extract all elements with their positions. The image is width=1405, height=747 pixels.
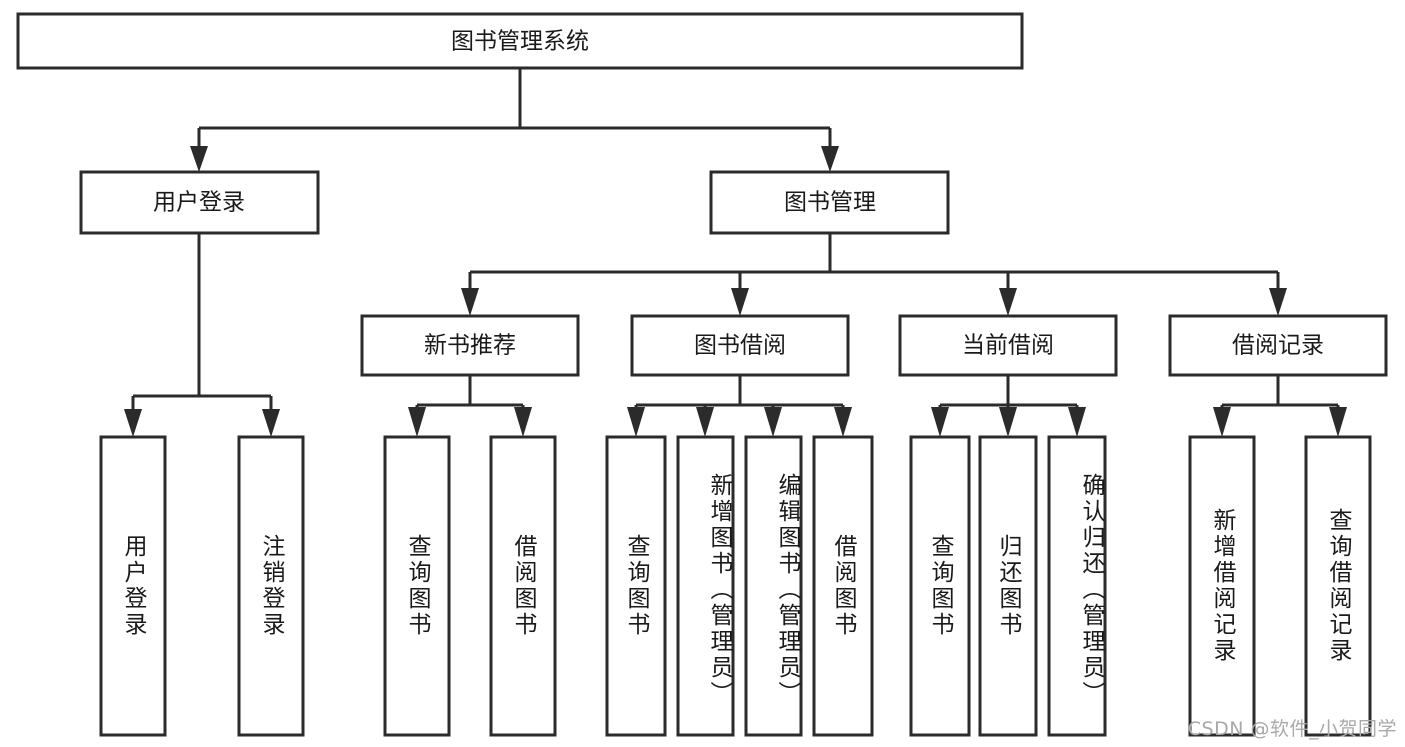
node-label-user-login: 用户登录 [153,190,245,216]
node-label-borrow-book: 图书借阅 [694,333,786,359]
node-box-leaf-query-book-1[interactable] [383,435,451,737]
connector-group-new-book [408,375,532,437]
node-box-leaf-edit-book[interactable] [744,435,803,737]
arrow-head-borrowbook-leaf-3 [764,407,782,437]
arrow-head-currentborrow-leaf-3 [1068,407,1086,437]
arrow-head-to-borrow-record [1269,288,1287,316]
node-box-leaf-add-record[interactable] [1188,435,1256,737]
node-box-borrow-book[interactable] [630,314,850,377]
arrow-head-currentborrow-leaf-1 [931,407,949,437]
connector-group-root [190,68,839,172]
node-box-leaf-return-book[interactable] [978,435,1038,737]
node-label-book-manage: 图书管理 [784,190,876,216]
arrow-head-to-new-book [461,288,479,316]
arrow-head-to-current-borrow [999,288,1017,316]
node-label-borrow-record: 借阅记录 [1232,333,1324,359]
arrow-head-to-book-manage [821,146,839,172]
arrow-head-to-borrow-book [731,288,749,316]
node-box-leaf-query-record[interactable] [1304,435,1372,737]
connector-group-borrow-record [1213,375,1347,437]
node-box-current-borrow[interactable] [898,314,1118,377]
node-box-leaf-user-login[interactable] [99,435,167,737]
node-box-leaf-borrow-book-1[interactable] [489,435,557,737]
node-box-new-book[interactable] [360,314,580,377]
connector-group-borrow-book [627,375,852,437]
node-box-book-manage[interactable] [709,170,950,235]
node-box-root[interactable] [16,12,1024,70]
node-box-leaf-add-book[interactable] [676,435,735,737]
node-box-borrow-record[interactable] [1168,314,1388,377]
node-label-current-borrow: 当前借阅 [962,333,1054,359]
arrow-head-userlogin-leaf-1 [124,409,142,437]
connector-group-user-login [124,233,280,437]
arrow-head-borrowbook-leaf-4 [834,407,852,437]
arrow-head-newbook-leaf-1 [408,407,426,437]
connector-group-current-borrow [931,375,1086,437]
node-box-leaf-borrow-book-2[interactable] [812,435,874,737]
node-box-leaf-query-book-3[interactable] [909,435,971,737]
arrow-head-newbook-leaf-2 [514,407,532,437]
arrow-head-currentborrow-leaf-2 [999,407,1017,437]
arrow-head-borrowbook-leaf-1 [627,407,645,437]
arrow-head-to-user-login [190,146,208,172]
watermark-text: CSDN @软件_小贺同学 [1187,718,1397,740]
node-box-leaf-query-book-2[interactable] [605,435,667,737]
arrow-head-userlogin-leaf-2 [262,409,280,437]
arrow-head-borrowrecord-leaf-2 [1329,407,1347,437]
node-label-root: 图书管理系统 [451,29,589,55]
arrow-head-borrowbook-leaf-2 [696,407,714,437]
connector-group-book-manage [461,233,1287,316]
node-box-user-login[interactable] [79,170,320,235]
node-box-leaf-confirm-return[interactable] [1047,435,1107,737]
arrow-head-borrowrecord-leaf-1 [1213,407,1231,437]
node-box-leaf-logout[interactable] [237,435,305,737]
node-label-new-book: 新书推荐 [424,333,516,359]
